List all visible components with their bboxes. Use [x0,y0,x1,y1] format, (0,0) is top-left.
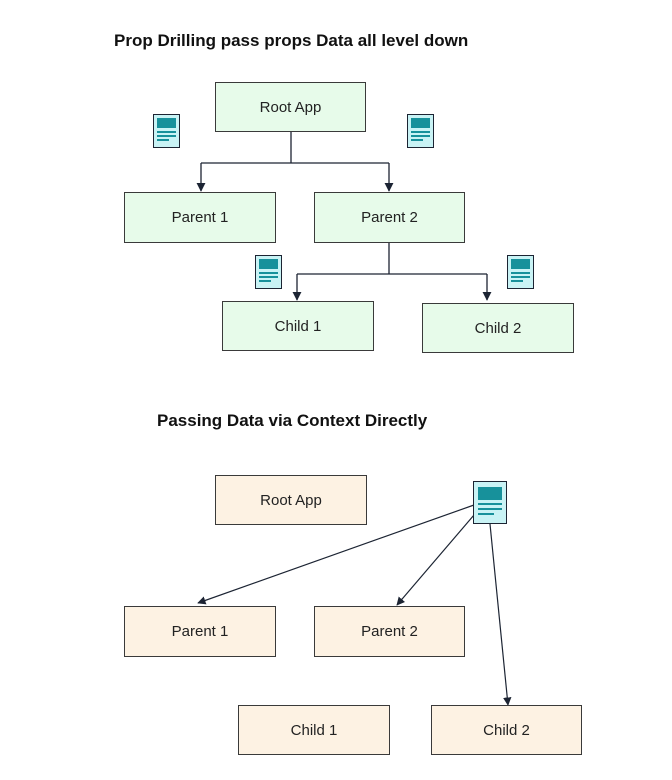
arrow-context-to-parent1 [197,504,475,605]
node-parent-2: Parent 2 [314,606,465,657]
node-root-app: Root App [215,475,367,525]
node-parent-2: Parent 2 [314,192,465,243]
node-root-app: Root App [215,82,366,132]
node-child-1: Child 1 [238,705,390,755]
context-connectors [197,504,512,706]
document-icon [507,255,534,289]
node-child-2: Child 2 [422,303,574,353]
node-child-1: Child 1 [222,301,374,351]
document-icon [255,255,282,289]
tree-connectors [196,132,492,301]
arrow-context-to-parent2 [396,514,475,606]
node-child-2: Child 2 [431,705,582,755]
document-icon [407,114,434,148]
section1-title: Prop Drilling pass props Data all level … [114,31,469,50]
document-icon [153,114,180,148]
node-parent-1: Parent 1 [124,192,276,243]
document-icon [473,481,507,524]
section2-title: Passing Data via Context Directly [157,411,428,430]
arrow-context-to-child2 [489,523,512,706]
node-parent-1: Parent 1 [124,606,276,657]
